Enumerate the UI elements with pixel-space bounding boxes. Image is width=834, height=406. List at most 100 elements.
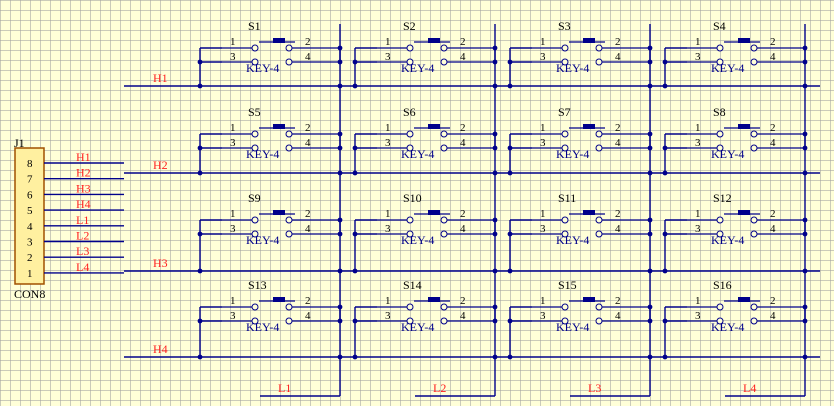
switch-part-name: KEY-4 — [401, 320, 434, 334]
pin-number: 3 — [230, 310, 236, 322]
switch-designator: S9 — [248, 191, 261, 205]
contact-circle — [285, 130, 293, 138]
switch-designator: S4 — [713, 19, 726, 33]
junction-dot — [662, 170, 668, 176]
pin-number: 2 — [615, 295, 621, 307]
junction-dot — [492, 170, 498, 176]
connector-net-label: H4 — [76, 197, 91, 211]
switch-part-name: KEY-4 — [246, 61, 279, 75]
pin-number: 3 — [695, 223, 701, 235]
junction-dot — [492, 354, 498, 360]
junction-dot — [647, 45, 653, 51]
switch-designator: S5 — [248, 105, 261, 119]
junction-dot — [352, 59, 358, 65]
contact-circle — [440, 317, 448, 325]
junction-dot — [662, 231, 668, 237]
junction-dot — [492, 231, 498, 237]
pin-number: 4 — [615, 51, 621, 63]
pin-number: 1 — [230, 295, 236, 307]
junction-dot — [802, 131, 808, 137]
contact-circle — [285, 230, 293, 238]
pin-number: 2 — [460, 36, 466, 48]
pin-number: 2 — [305, 36, 311, 48]
switch-part-name: KEY-4 — [401, 147, 434, 161]
column-net-label: L4 — [743, 381, 756, 395]
junction-dot — [802, 59, 808, 65]
switch-designator: S3 — [558, 19, 571, 33]
contact-circle — [406, 44, 414, 52]
junction-dot — [802, 268, 808, 274]
contact-circle — [716, 130, 724, 138]
connector-part-name: CON8 — [14, 287, 45, 301]
switch-plunger — [583, 38, 595, 43]
connector-pin-number: 1 — [27, 268, 33, 280]
switch-part-name: KEY-4 — [246, 147, 279, 161]
contact-circle — [285, 303, 293, 311]
switch-designator: S12 — [713, 191, 732, 205]
junction-dot — [647, 304, 653, 310]
switch-part-name: KEY-4 — [556, 147, 589, 161]
column-net-label: L3 — [588, 381, 601, 395]
junction-dot — [492, 131, 498, 137]
contact-circle — [595, 216, 603, 224]
junction-dot — [802, 45, 808, 51]
pin-number: 4 — [770, 223, 776, 235]
junction-dot — [197, 268, 203, 274]
switch-plunger — [273, 124, 285, 129]
junction-dot — [647, 170, 653, 176]
switch-designator: S14 — [403, 278, 422, 292]
pin-number: 1 — [540, 295, 546, 307]
connector-net-label: H3 — [76, 181, 91, 195]
connector-net-label: H2 — [76, 166, 91, 180]
contact-circle — [750, 58, 758, 66]
pin-number: 3 — [385, 310, 391, 322]
pin-number: 4 — [305, 51, 311, 63]
junction-dot — [337, 268, 343, 274]
contact-circle — [285, 144, 293, 152]
contact-circle — [750, 317, 758, 325]
contact-circle — [595, 44, 603, 52]
connector-pin-number: 3 — [27, 237, 33, 249]
contact-circle — [750, 44, 758, 52]
switch-plunger — [738, 210, 750, 215]
contact-circle — [750, 303, 758, 311]
pin-number: 4 — [460, 51, 466, 63]
pin-number: 4 — [460, 310, 466, 322]
junction-dot — [507, 268, 513, 274]
junction-dot — [662, 318, 668, 324]
pin-number: 3 — [695, 310, 701, 322]
junction-dot — [507, 354, 513, 360]
contact-circle — [561, 44, 569, 52]
pin-number: 3 — [385, 223, 391, 235]
junction-dot — [352, 318, 358, 324]
pin-number: 4 — [305, 137, 311, 149]
junction-dot — [647, 59, 653, 65]
junction-dot — [507, 83, 513, 89]
pin-number: 3 — [695, 51, 701, 63]
pin-number: 3 — [230, 51, 236, 63]
junction-dot — [337, 83, 343, 89]
switch-plunger — [273, 38, 285, 43]
pin-number: 4 — [460, 137, 466, 149]
junction-dot — [197, 318, 203, 324]
pin-number: 3 — [540, 223, 546, 235]
contact-circle — [716, 303, 724, 311]
connector-pin-number: 7 — [27, 174, 33, 186]
switch-plunger — [273, 297, 285, 302]
junction-dot — [197, 354, 203, 360]
switch-plunger — [583, 210, 595, 215]
connector-body — [14, 147, 45, 285]
contact-circle — [440, 144, 448, 152]
contact-circle — [406, 303, 414, 311]
switch-part-name: KEY-4 — [246, 320, 279, 334]
junction-dot — [197, 170, 203, 176]
pin-number: 1 — [230, 208, 236, 220]
pin-number: 1 — [230, 36, 236, 48]
pin-number: 4 — [770, 51, 776, 63]
